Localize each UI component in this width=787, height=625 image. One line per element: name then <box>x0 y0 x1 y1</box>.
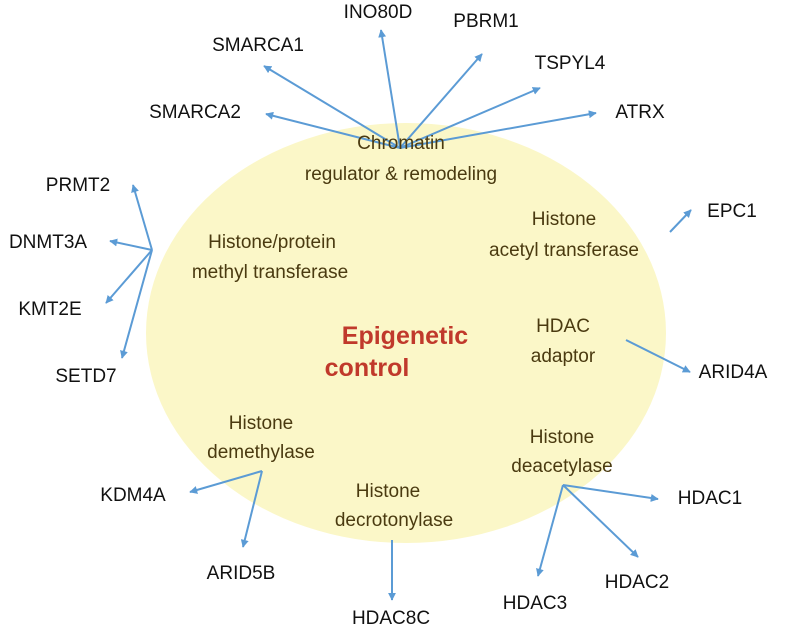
gene-kdm4a: KDM4A <box>100 485 166 506</box>
gene-hdac8c: HDAC8C <box>352 608 430 625</box>
arrow-atrx <box>399 110 597 149</box>
gene-smarca2: SMARCA2 <box>149 102 241 123</box>
gene-hdac2: HDAC2 <box>605 572 669 593</box>
arrow-tspyl4 <box>399 87 541 149</box>
gene-ino80d: INO80D <box>344 2 413 23</box>
arrow-ino80d <box>378 29 401 149</box>
arrow-hdac1 <box>562 484 659 502</box>
arrow-prmt2 <box>131 184 153 251</box>
methyl-arrows <box>105 184 153 359</box>
gene-epc1: EPC1 <box>707 201 757 222</box>
demethylase-arrows <box>189 470 263 548</box>
gene-dnmt3a: DNMT3A <box>9 232 87 253</box>
category-methyl-line2: methyl transferase <box>192 262 348 283</box>
category-chromatin-line2: regulator & remodeling <box>305 164 497 185</box>
central-ellipse <box>146 123 666 543</box>
arrow-setd7 <box>120 249 153 359</box>
arrow-pbrm1 <box>399 53 483 149</box>
arrow-hdac3 <box>536 484 564 577</box>
gene-setd7: SETD7 <box>55 366 116 387</box>
arrow-dnmt3a <box>109 238 153 251</box>
gene-kmt2e: KMT2E <box>18 299 81 320</box>
gene-prmt2: PRMT2 <box>46 175 110 196</box>
arrow-kdm4a <box>189 470 263 494</box>
arrow-epc1 <box>669 209 692 233</box>
gene-arid5b: ARID5B <box>207 563 276 584</box>
arrow-smarca1 <box>263 65 401 149</box>
category-acetyl-line2: acetyl transferase <box>489 240 639 261</box>
deacetylase-arrows <box>536 484 659 577</box>
category-hdac-adaptor-line1: HDAC <box>536 316 590 337</box>
category-chromatin-line1: Chromatin <box>357 133 445 154</box>
arrow-arid5b <box>240 470 263 548</box>
gene-smarca1: SMARCA1 <box>212 35 304 56</box>
gene-arid4a: ARID4A <box>699 362 768 383</box>
category-deacetylase-line2: deacetylase <box>511 456 612 477</box>
gene-hdac3: HDAC3 <box>503 593 567 614</box>
category-demethylase-line1: Histone <box>229 413 293 434</box>
category-hdac-adaptor-line2: adaptor <box>531 346 596 367</box>
gene-atrx: ATRX <box>615 102 665 123</box>
gene-tspyl4: TSPYL4 <box>535 53 606 74</box>
arrow-hdac2 <box>562 484 639 558</box>
arrow-kmt2e <box>105 249 153 304</box>
arrow-arid4a <box>625 339 691 373</box>
category-acetyl-line1: Histone <box>532 209 596 230</box>
gene-pbrm1: PBRM1 <box>453 11 518 32</box>
center-label-line2: control <box>325 354 410 382</box>
center-label-line1: Epigenetic <box>342 322 469 350</box>
category-decrotonylase-line2: decrotonylase <box>335 510 453 531</box>
category-deacetylase-line1: Histone <box>530 427 594 448</box>
arrow-smarca2 <box>265 111 401 149</box>
chromatin-arrows <box>263 29 597 149</box>
category-demethylase-line2: demethylase <box>207 442 315 463</box>
gene-hdac1: HDAC1 <box>678 488 742 509</box>
category-decrotonylase-line1: Histone <box>356 481 420 502</box>
category-methyl-line1: Histone/protein <box>208 232 336 253</box>
